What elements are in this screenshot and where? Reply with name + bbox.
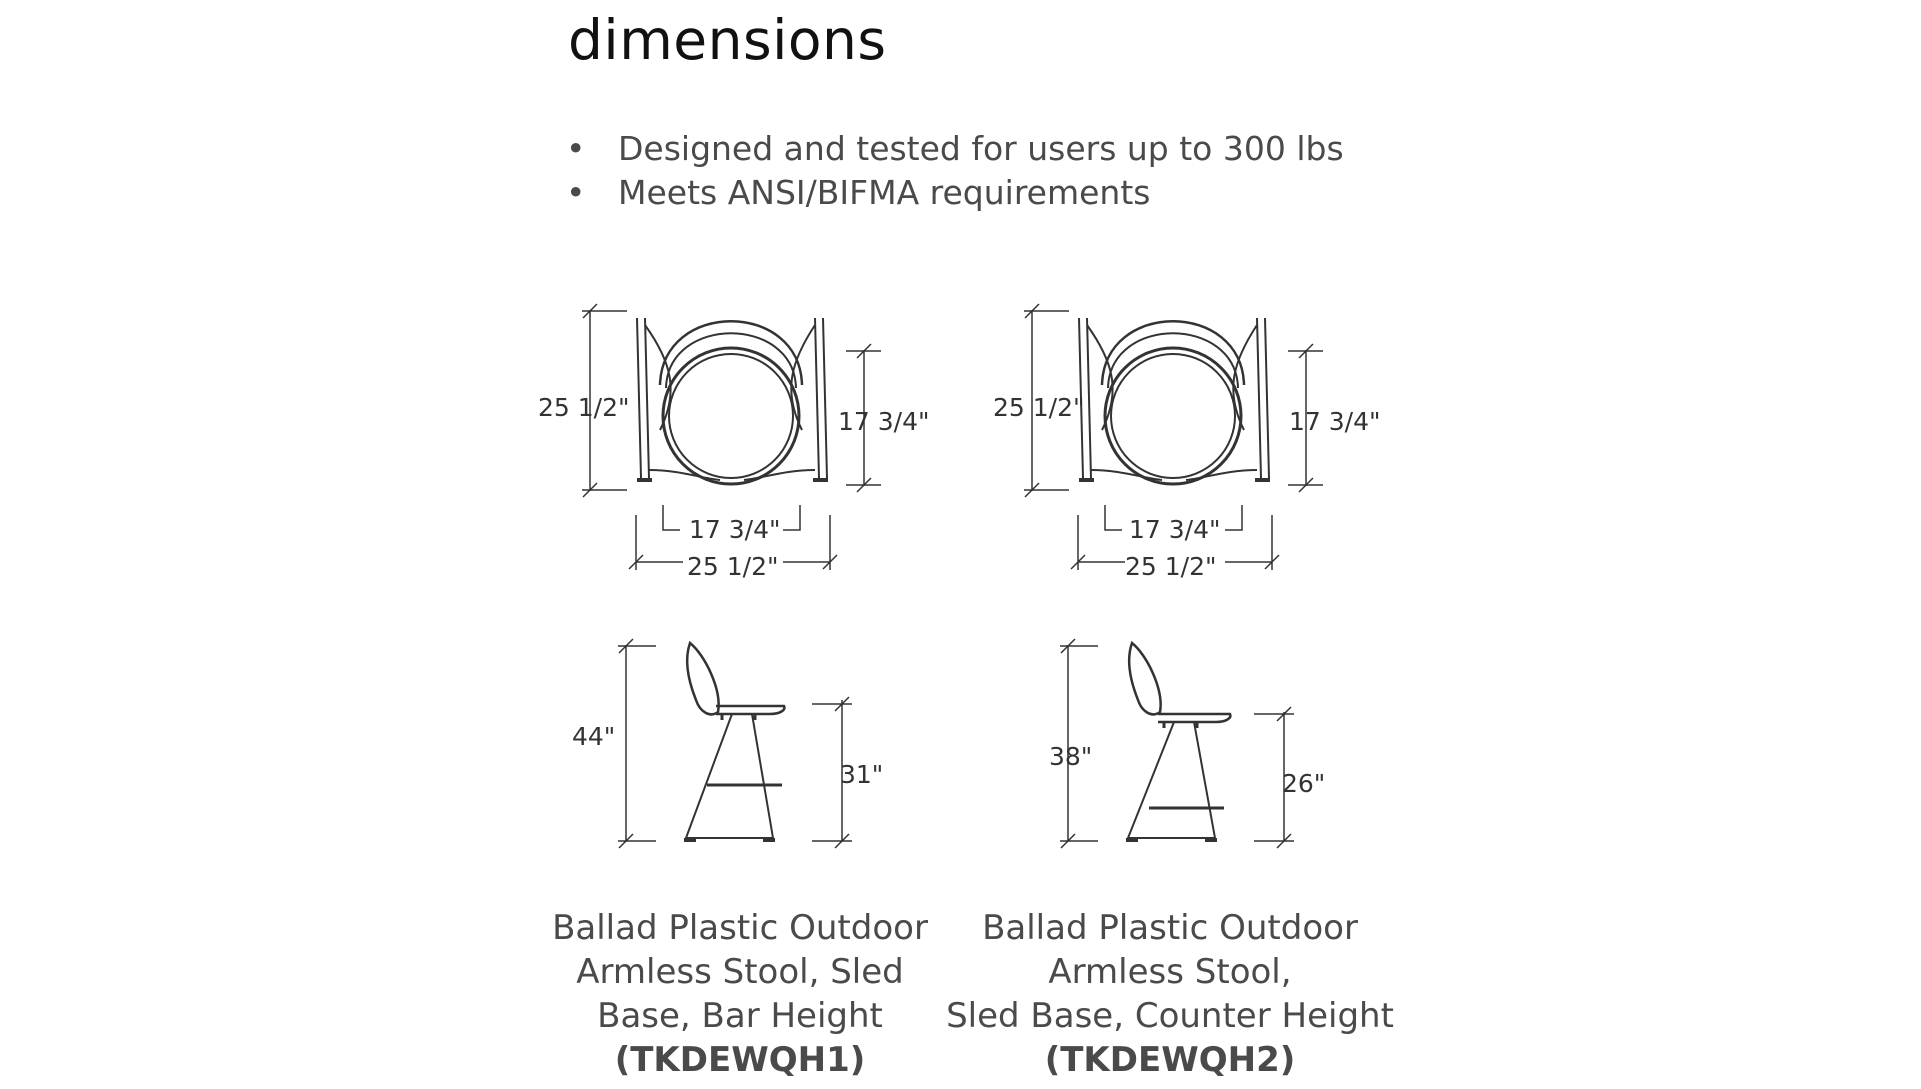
dimension-line-seat-height [1254,706,1294,849]
backrest-outline [658,320,804,386]
spec-bullet: • Designed and tested for users up to 300… [566,127,1344,171]
dimension-line-depth [582,303,627,498]
caption-line: Sled Base, Counter Height [946,996,1394,1036]
caption-line: Ballad Plastic Outdoor [982,908,1358,948]
caption-line: Armless Stool, [1048,952,1292,992]
dim-label-seat-height-1: 31" [840,760,883,789]
product-caption-1: Ballad Plastic Outdoor Armless Stool, Sl… [520,906,960,1082]
left-rail-brace [1086,324,1163,481]
dimension-line-seat-width [1104,505,1243,531]
bullet-icon: • [566,129,586,168]
dim-label-depth-2: 25 1/2" [993,393,1085,422]
backrest-outline [1100,320,1246,386]
caption-line: Base, Bar Height [597,996,883,1036]
dimension-line-overall-height [1060,638,1098,849]
dimension-line-seat-width [662,505,801,531]
dim-label-seat-depth-2: 17 3/4" [1289,407,1381,436]
backrest-profile [685,640,720,716]
dim-label-seat-width-2: 17 3/4" [1129,515,1221,544]
caption-line: Armless Stool, Sled [576,952,904,992]
product-code: (TKDEWQH2) [1044,1040,1296,1080]
sled-legs [1126,721,1217,839]
dim-label-seat-width-1: 17 3/4" [689,515,781,544]
right-rail-brace [1185,324,1258,481]
dimension-line-overall-height [618,638,656,849]
backrest-inner [1107,332,1239,389]
side-view-drawing-2 [1060,638,1294,849]
right-rail-brace [743,324,816,481]
dim-label-width-1: 25 1/2" [687,552,779,581]
backrest-inner [665,332,797,389]
backrest-profile [1127,640,1162,716]
left-rail-brace [644,324,721,481]
spec-bullet: • Meets ANSI/BIFMA requirements [566,171,1344,215]
seat-circle-inner [1110,353,1236,479]
left-rail [636,317,650,479]
seat-circle-inner [668,353,794,479]
page-title: dimensions [568,8,887,72]
dimension-line-width [1070,515,1280,570]
seat-brackets [720,714,757,720]
caption-line: Ballad Plastic Outdoor [552,908,928,948]
dim-label-overall-height-1: 44" [572,722,615,751]
dimension-line-seat-height [812,696,852,849]
seat-brackets [1162,722,1199,728]
side-view-drawing-1 [618,638,852,849]
dimension-line-seat-depth [846,343,881,493]
left-rail [1078,317,1092,479]
top-view-drawing-2 [1024,303,1323,570]
dimension-line-seat-depth [1288,343,1323,493]
seat-circle [661,346,801,486]
dim-label-width-2: 25 1/2" [1125,552,1217,581]
dim-label-seat-depth-1: 17 3/4" [838,407,930,436]
dim-label-overall-height-2: 38" [1049,742,1092,771]
top-view-drawing-1 [582,303,881,570]
dim-label-depth-1: 25 1/2" [538,393,630,422]
right-rail [1256,317,1270,479]
dim-label-seat-height-2: 26" [1282,769,1325,798]
spec-bullet-text: Meets ANSI/BIFMA requirements [618,173,1151,212]
product-caption-2: Ballad Plastic Outdoor Armless Stool, Sl… [940,906,1400,1082]
dimension-line-depth [1024,303,1069,498]
product-code: (TKDEWQH1) [614,1040,866,1080]
dimension-line-width [628,515,838,570]
seat-circle [1103,346,1243,486]
spec-bullet-list: • Designed and tested for users up to 300… [566,127,1344,215]
seat-profile [716,704,786,716]
bullet-icon: • [566,173,586,212]
right-rail [814,317,828,479]
spec-bullet-text: Designed and tested for users up to 300 … [618,129,1344,168]
seat-profile [1158,712,1232,724]
sled-legs [684,713,775,839]
